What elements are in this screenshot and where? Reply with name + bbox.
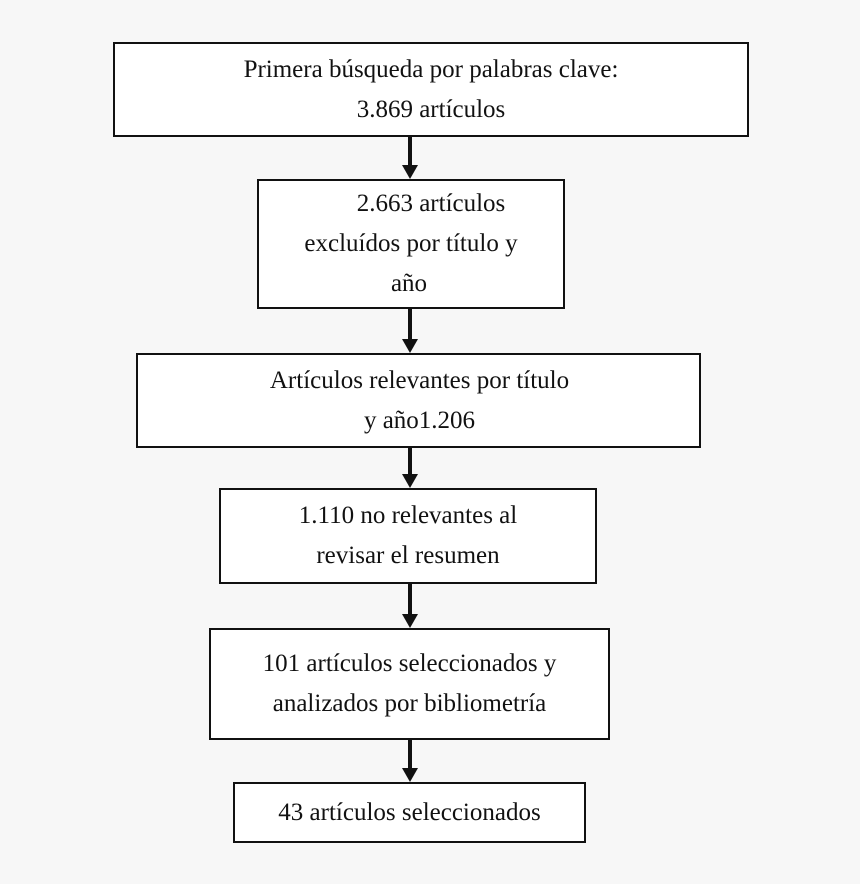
- step-not-relevant-abstract-line-1: 1.110 no relevantes al: [298, 502, 518, 529]
- step-not-relevant-abstract-line-2: revisar el resumen: [316, 542, 500, 569]
- step-bibliometric-analysis-line-1: 101 artículos seleccionados y: [262, 650, 557, 677]
- step-initial-search-line-2: 3.869 artículos: [356, 95, 506, 123]
- flow-arrow-3: [402, 448, 418, 488]
- step-bibliometric-analysis-line-2: analizados por bibliometría: [272, 690, 547, 717]
- step-final-selection-box: 43 artículos seleccionados: [233, 782, 586, 843]
- step-excluded-title-year-line-1: 2.663 artículos: [356, 190, 506, 217]
- step-not-relevant-abstract-box: 1.110 no relevantes al revisar el resume…: [219, 488, 597, 584]
- flow-arrow-4: [402, 584, 418, 628]
- step-relevant-title-year-line-2: y año1.206: [363, 406, 476, 434]
- step-excluded-title-year-line-2: excluídos por título y: [304, 230, 518, 257]
- step-relevant-title-year-box: Artículos relevantes por título y año1.2…: [136, 353, 701, 448]
- step-excluded-title-year-line-3: año: [390, 270, 428, 297]
- step-final-selection-line-1: 43 artículos seleccionados: [278, 798, 541, 826]
- step-relevant-title-year-line-1: Artículos relevantes por título: [269, 366, 570, 394]
- step-initial-search-box: Primera búsqueda por palabras clave: 3.8…: [113, 42, 749, 137]
- flow-arrow-2: [402, 309, 418, 353]
- step-bibliometric-analysis-box: 101 artículos seleccionados y analizados…: [209, 628, 610, 740]
- step-excluded-title-year-box: 2.663 artículos excluídos por título y a…: [257, 179, 565, 309]
- step-initial-search-line-1: Primera búsqueda por palabras clave:: [243, 55, 619, 83]
- flow-arrow-5: [402, 740, 418, 782]
- flow-arrow-1: [402, 137, 418, 179]
